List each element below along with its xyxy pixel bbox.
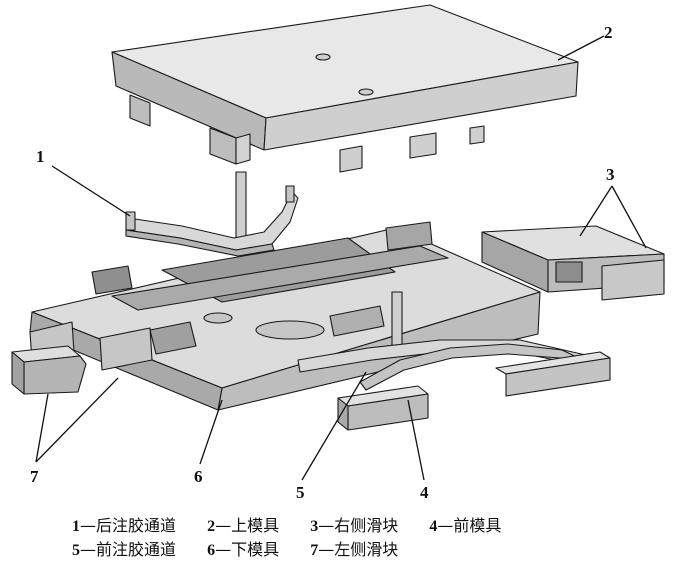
callout-5: 5 <box>296 483 305 502</box>
legend-number: 6 <box>207 542 216 559</box>
legend-number: 4 <box>429 518 438 535</box>
mold-exploded-view: 1 2 3 4 5 6 7 <box>11 4 665 502</box>
leader-line-3a <box>579 185 613 237</box>
legend-item-front-gate-channel: 5—前注胶通道 <box>72 538 176 563</box>
legend-row-1: 1—后注胶通道 2—上模具 3—右侧滑块 4—前模具 <box>72 514 527 538</box>
legend-number: 2 <box>207 518 216 535</box>
legend-separator: — <box>215 540 232 559</box>
legend-separator: — <box>80 540 96 559</box>
legend-row-2: 5—前注胶通道 6—下模具 7—左侧滑块 <box>72 538 424 562</box>
legend-number: 1 <box>72 518 80 535</box>
legend-text: 后注胶通道 <box>96 516 177 535</box>
leader-line-7a <box>35 393 49 463</box>
legend-separator: — <box>318 516 335 535</box>
callout-3: 3 <box>606 165 615 184</box>
legend-text: 下模具 <box>231 540 280 559</box>
leader-line-7b <box>35 377 119 463</box>
legend-text: 前注胶通道 <box>96 540 177 559</box>
lower-mold <box>29 221 541 411</box>
leader-line-6 <box>199 399 223 465</box>
legend-separator: — <box>318 540 335 559</box>
legend-item-right-slider: 3—右侧滑块 <box>310 514 398 539</box>
callout-4: 4 <box>420 483 429 502</box>
upper-mold <box>111 4 579 173</box>
legend-item-front-mold: 4—前模具 <box>429 514 501 539</box>
legend-item-lower-mold: 6—下模具 <box>207 538 279 563</box>
leader-line-5 <box>301 371 367 481</box>
right-slider <box>481 225 665 301</box>
legend-number: 5 <box>72 542 80 559</box>
leader-line-4 <box>407 399 425 481</box>
legend-number: 3 <box>310 518 319 535</box>
legend-item-rear-gate-channel: 1—后注胶通道 <box>72 514 176 539</box>
legend-separator: — <box>437 516 454 535</box>
legend-separator: — <box>80 516 96 535</box>
left-slider <box>11 345 87 395</box>
legend-text: 上模具 <box>231 516 280 535</box>
leader-line-1 <box>51 165 131 217</box>
legend-item-left-slider: 7—左侧滑块 <box>310 538 398 563</box>
legend-number: 7 <box>310 542 319 559</box>
rear-gate-channel <box>125 171 299 257</box>
callout-2: 2 <box>604 23 613 42</box>
callout-6: 6 <box>194 467 203 486</box>
legend-text: 前模具 <box>453 516 502 535</box>
legend-text: 左侧滑块 <box>334 540 399 559</box>
legend-separator: — <box>215 516 232 535</box>
legend-text: 右侧滑块 <box>334 516 399 535</box>
legend: 1—后注胶通道 2—上模具 3—右侧滑块 4—前模具 5—前注胶通道 6—下模具… <box>0 508 682 564</box>
leader-line-2 <box>557 35 605 61</box>
leader-line-3b <box>611 185 647 249</box>
callout-1: 1 <box>36 147 45 166</box>
legend-item-upper-mold: 2—上模具 <box>207 514 279 539</box>
callout-7: 7 <box>30 467 39 486</box>
